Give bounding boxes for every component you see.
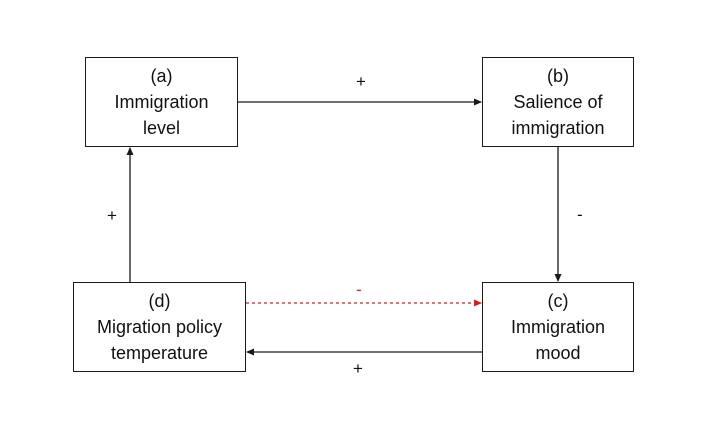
node-a-line1: Immigration	[114, 92, 209, 112]
node-d-line1: Migration policy	[96, 317, 223, 337]
node-a-id: (a)	[150, 66, 173, 86]
node-a-line2: level	[142, 118, 181, 138]
node-immigration-level: (a) Immigration level	[85, 57, 238, 147]
node-b-id: (b)	[547, 66, 569, 86]
node-b-line2: immigration	[511, 118, 605, 138]
node-b-line1: Salience of	[513, 92, 603, 112]
node-d-line2: temperature	[110, 343, 209, 363]
node-immigration-mood: (c) Immigration mood	[482, 282, 634, 372]
edge-d-to-c-sign: -	[356, 280, 362, 299]
edge-b-to-c-sign: -	[577, 205, 583, 224]
node-c-id: (c)	[547, 291, 569, 311]
edge-c-to-d-sign: +	[353, 359, 363, 378]
node-d-id: (d)	[148, 291, 171, 311]
edge-d-to-a-sign: +	[107, 206, 117, 225]
node-c-line1: Immigration	[510, 317, 606, 337]
node-salience-of-immigration: (b) Salience of immigration	[482, 57, 634, 147]
node-migration-policy-temperature: (d) Migration policy temperature	[73, 282, 246, 372]
edge-a-to-b-sign: +	[356, 72, 366, 91]
node-c-line2: mood	[535, 343, 581, 363]
